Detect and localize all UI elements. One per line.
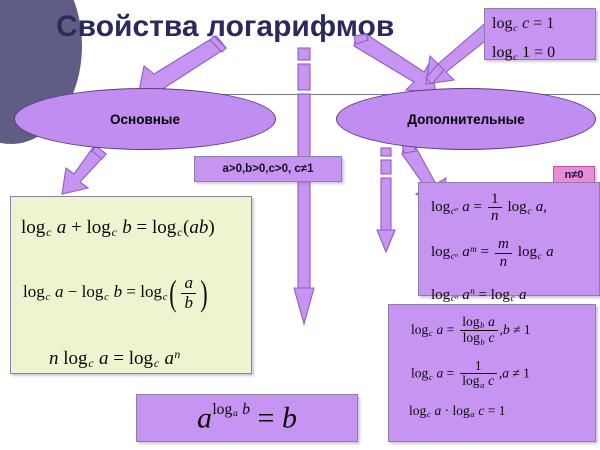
arrow-to-basic xyxy=(118,35,228,98)
formula-power-rule: n logc a = logc an xyxy=(49,348,181,371)
arrow-center-down xyxy=(293,47,318,327)
arrow-basic-to-rules xyxy=(61,145,110,200)
formula-box-basic-rules: logc a + logc b = logc(ab) logc a − logc… xyxy=(10,196,252,374)
formula-product-rule: logc a + logc b = logc(ab) xyxy=(21,217,215,240)
n-condition-text: n≠0 xyxy=(564,168,584,181)
arrow-to-top-right-box xyxy=(424,20,496,88)
node-extra-label: Дополнительные xyxy=(407,111,525,127)
formula-product-identity: logc a · loga c = 1 xyxy=(409,402,506,419)
formula-power-base-3: logcn an = logc a xyxy=(431,286,527,305)
node-basic-properties[interactable]: Основные xyxy=(14,88,276,150)
formula-log-c-1-equals-0: logc 1 = 0 xyxy=(492,43,556,63)
arrow-extra-down xyxy=(376,147,398,254)
node-extra-properties[interactable]: Дополнительные xyxy=(336,88,596,150)
formula-log-c-c-equals-1: logc c = 1 xyxy=(492,15,555,34)
page-title: Свойства логарифмов xyxy=(56,10,395,43)
divider xyxy=(72,94,600,95)
condition-box-n-nonzero: n≠0 xyxy=(553,166,595,183)
formula-a-pow-log-a-b: aloga b = b xyxy=(197,400,297,435)
formula-box-trivial-logs: logc c = 1 logc 1 = 0 xyxy=(484,8,596,63)
condition-box-domain: a>0,b>0,c>0, c≠1 xyxy=(194,156,342,182)
condition-text: a>0,b>0,c>0, c≠1 xyxy=(222,163,314,175)
formula-box-identity: aloga b = b xyxy=(136,394,358,442)
node-basic-label: Основные xyxy=(110,111,180,127)
